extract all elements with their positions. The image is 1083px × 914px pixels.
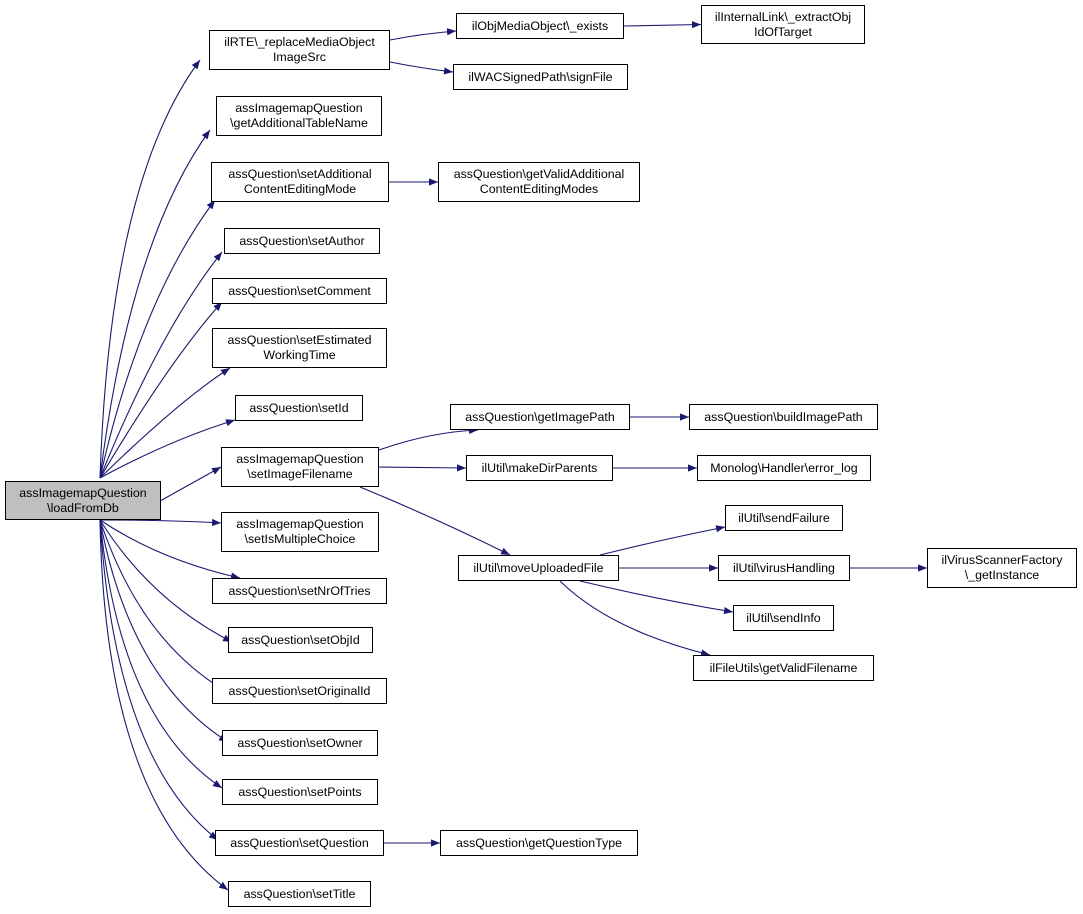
node-root[interactable]: assImagemapQuestion \loadFromDb [5, 481, 161, 520]
node-addtable[interactable]: assImagemapQuestion \getAdditionalTableN… [216, 96, 382, 136]
node-setid[interactable]: assQuestion\setId [235, 395, 363, 421]
node-label: assQuestion\setTitle [243, 886, 356, 901]
edge-root-to-n_setoriginal [99, 519, 225, 691]
node-settitle[interactable]: assQuestion\setTitle [228, 881, 371, 907]
node-label: assQuestion\getValidAdditional ContentEd… [453, 167, 625, 196]
node-label: assQuestion\setObjId [241, 632, 360, 647]
edge-root-to-n_addtable [99, 129, 211, 479]
node-sendinfo[interactable]: ilUtil\sendInfo [733, 605, 834, 631]
edge-n_replace-to-n_signfile [389, 61, 454, 75]
node-validfilename[interactable]: ilFileUtils\getValidFilename [693, 655, 874, 681]
node-label: ilUtil\makeDirParents [481, 460, 598, 475]
node-setoriginal[interactable]: assQuestion\setOriginalId [212, 678, 387, 704]
node-label: Monolog\Handler\error_log [710, 460, 858, 475]
edge-n_setimagefile-to-n_getimagepath [378, 426, 479, 451]
edge-root-to-n_setimagefile [160, 466, 222, 501]
node-label: assQuestion\buildImagePath [704, 409, 863, 424]
edge-n_setimagefile-to-n_makedir [378, 464, 467, 472]
node-virushandling[interactable]: ilUtil\virusHandling [718, 555, 850, 581]
edge-root-to-n_setcomment [99, 301, 223, 479]
node-sendfailure[interactable]: ilUtil\sendFailure [725, 505, 843, 531]
node-setmultiple[interactable]: assImagemapQuestion \setIsMultipleChoice [221, 512, 379, 552]
node-label: assImagemapQuestion \setImageFilename [236, 452, 364, 481]
node-label: assQuestion\setNrOfTries [228, 583, 371, 598]
edge-root-to-n_setauthor [99, 251, 223, 479]
node-label: assQuestion\setEstimated WorkingTime [227, 333, 372, 362]
node-label: assQuestion\setId [249, 400, 349, 415]
node-replace[interactable]: ilRTE\_replaceMediaObject ImageSrc [209, 30, 390, 70]
edge-root-to-n_setmultiple [99, 518, 222, 527]
node-label: assImagemapQuestion \getAdditionalTableN… [230, 101, 368, 130]
node-label: ilUtil\sendInfo [746, 610, 821, 625]
node-buildimagepath[interactable]: assQuestion\buildImagePath [689, 404, 878, 430]
node-getimagepath[interactable]: assQuestion\getImagePath [450, 404, 630, 430]
node-errorlog[interactable]: Monolog\Handler\error_log [697, 455, 871, 481]
edge-root-to-n_setobjid [99, 519, 233, 643]
node-label: ilUtil\moveUploadedFile [473, 560, 604, 575]
edge-n_moveupload-to-n_sendinfo [579, 580, 734, 615]
node-setauthor[interactable]: assQuestion\setAuthor [224, 228, 380, 254]
node-label: ilObjMediaObject\_exists [471, 18, 609, 33]
edge-n_setimagefile-to-n_moveupload [359, 486, 511, 556]
node-label: ilRTE\_replaceMediaObject ImageSrc [224, 35, 375, 64]
node-moveupload[interactable]: ilUtil\moveUploadedFile [458, 555, 619, 581]
node-label: assQuestion\setAuthor [239, 233, 365, 248]
edge-root-to-n_setpoints [99, 519, 223, 789]
node-makedir[interactable]: ilUtil\makeDirParents [466, 455, 613, 481]
node-getvalidmodes[interactable]: assQuestion\getValidAdditional ContentEd… [438, 162, 640, 202]
node-setcomment[interactable]: assQuestion\setComment [212, 278, 387, 304]
edge-n_moveupload-to-n_sendfailure [599, 525, 726, 556]
node-virusfactory[interactable]: ilVirusScannerFactory \_getInstance [927, 548, 1077, 588]
node-label: assImagemapQuestion \setIsMultipleChoice [236, 517, 364, 546]
node-setnroftries[interactable]: assQuestion\setNrOfTries [212, 578, 387, 604]
node-label: assImagemapQuestion \loadFromDb [19, 485, 147, 515]
node-label: assQuestion\getQuestionType [456, 835, 622, 850]
node-setpoints[interactable]: assQuestion\setPoints [222, 779, 378, 805]
edge-root-to-n_setestimated [99, 367, 231, 479]
edge-root-to-n_setaddmode [99, 199, 216, 479]
node-label: ilUtil\sendFailure [738, 510, 830, 525]
edge-root-to-n_setid [99, 419, 236, 479]
node-exists[interactable]: ilObjMediaObject\_exists [456, 13, 624, 39]
node-setaddmode[interactable]: assQuestion\setAdditional ContentEditing… [211, 162, 389, 202]
node-label: assQuestion\setAdditional ContentEditing… [228, 167, 372, 196]
node-label: assQuestion\setComment [228, 283, 371, 298]
node-label: ilVirusScannerFactory \_getInstance [941, 553, 1063, 582]
edge-root-to-n_setquestion [99, 519, 219, 841]
node-label: assQuestion\setQuestion [230, 835, 369, 850]
edge-n_exists-to-n_extract [623, 21, 702, 29]
node-setowner[interactable]: assQuestion\setOwner [222, 730, 378, 756]
node-label: ilUtil\virusHandling [733, 560, 835, 575]
node-setimagefile[interactable]: assImagemapQuestion \setImageFilename [221, 447, 379, 487]
node-label: ilFileUtils\getValidFilename [709, 660, 858, 675]
node-label: assQuestion\setOwner [237, 735, 363, 750]
edge-n_replace-to-n_exists [389, 28, 457, 41]
edge-root-to-n_settitle [99, 519, 229, 891]
node-setobjid[interactable]: assQuestion\setObjId [228, 627, 373, 653]
node-extract[interactable]: ilInternalLink\_extractObj IdOfTarget [701, 5, 865, 44]
edge-root-to-n_setowner [99, 519, 229, 743]
edge-n_moveupload-to-n_validfilename [559, 580, 711, 657]
edge-root-to-n_setnroftries [99, 519, 241, 580]
node-label: assQuestion\setOriginalId [228, 683, 371, 698]
node-getqtype[interactable]: assQuestion\getQuestionType [440, 830, 638, 856]
node-label: ilWACSignedPath\signFile [468, 69, 613, 84]
node-setquestion[interactable]: assQuestion\setQuestion [215, 830, 384, 856]
node-signfile[interactable]: ilWACSignedPath\signFile [453, 64, 628, 90]
edge-root-to-n_replace [99, 59, 201, 479]
node-label: assQuestion\getImagePath [465, 409, 615, 424]
node-label: ilInternalLink\_extractObj IdOfTarget [714, 9, 852, 39]
node-label: assQuestion\setPoints [238, 784, 362, 799]
node-setestimated[interactable]: assQuestion\setEstimated WorkingTime [212, 328, 387, 368]
